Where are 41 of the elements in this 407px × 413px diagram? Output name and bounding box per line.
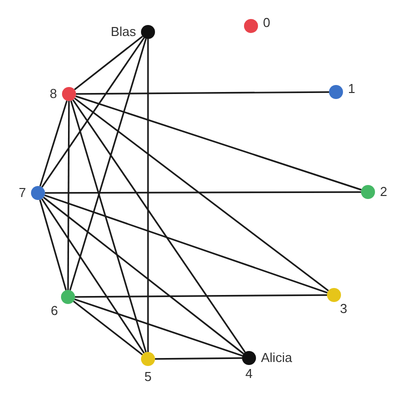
connector-line [43, 196, 244, 354]
graph-vertex [62, 87, 76, 101]
vertex-label: 7 [18, 186, 26, 200]
connector-line [74, 98, 329, 292]
graph-vertex [242, 351, 256, 365]
graph-vertex [361, 185, 375, 199]
vertex-label: 1 [348, 82, 356, 96]
connector-line [44, 194, 328, 294]
connector-line [39, 100, 68, 187]
connector-line [67, 101, 70, 290]
vertex-label: 3 [340, 302, 348, 316]
connector-line [76, 91, 329, 95]
connector-line [41, 37, 145, 188]
vertex-label: 8 [50, 87, 57, 101]
connector-line [41, 198, 145, 354]
connector-line [75, 294, 327, 298]
vertex-label: 2 [380, 185, 388, 199]
connector-line [155, 357, 242, 360]
connector-line [74, 36, 143, 90]
vertex-label: 5 [144, 370, 152, 384]
connector-line [147, 39, 149, 352]
connector-line [70, 100, 147, 353]
vertex-label: Blas [110, 25, 136, 39]
graph-vertex [61, 290, 75, 304]
vertex-label: 6 [50, 304, 58, 318]
vertex-label: Alicia [261, 351, 292, 365]
connector-line [69, 38, 147, 291]
connector-line [39, 200, 67, 290]
graph-vertex [141, 352, 155, 366]
connector-line [74, 298, 243, 357]
graph-vertex [141, 25, 155, 39]
connector-line [73, 300, 143, 356]
connector-line [72, 99, 246, 353]
graph-vertex [31, 186, 45, 200]
connector-line [45, 191, 361, 194]
graph-vertex [329, 85, 343, 99]
connector-line [75, 95, 362, 191]
graph-vertex [244, 19, 258, 33]
vertex-label: 0 [263, 16, 270, 30]
graph-vertex [327, 288, 341, 302]
vertex-label: 4 [245, 367, 253, 381]
